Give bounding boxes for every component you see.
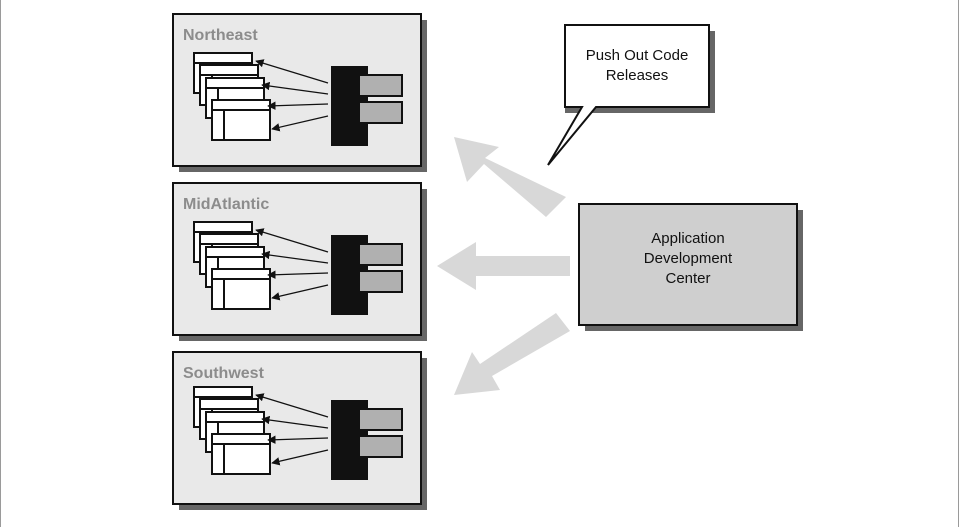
distribution-arrow-midatlantic (437, 242, 570, 290)
server-icon (331, 235, 403, 315)
region-midatlantic: MidAtlantic (172, 182, 427, 341)
region-northeast: Northeast (172, 13, 427, 172)
server-icon (331, 66, 403, 146)
connector-arrows (255, 59, 329, 132)
connector-arrows (255, 228, 329, 301)
callout-line-1: Push Out Code (586, 47, 689, 64)
connector-arrows (255, 393, 329, 466)
region-label: Southwest (183, 365, 265, 382)
window-stack-icon (193, 386, 271, 475)
server-icon (331, 400, 403, 480)
application-development-center: Application Development Center (578, 203, 803, 331)
center-line-2: Development (644, 250, 733, 267)
center-line-1: Application (651, 230, 724, 247)
region-southwest: Southwest (172, 351, 427, 510)
callout-line-2: Releases (606, 67, 669, 84)
window-stack-icon (193, 221, 271, 310)
window-stack-icon (193, 52, 271, 141)
region-label: MidAtlantic (183, 196, 269, 213)
region-label: Northeast (183, 27, 258, 44)
callout-bubble: Push Out Code Releases (547, 24, 715, 166)
center-line-3: Center (665, 270, 710, 287)
distribution-arrow-northeast (454, 137, 566, 217)
distribution-arrow-southwest (454, 313, 570, 395)
